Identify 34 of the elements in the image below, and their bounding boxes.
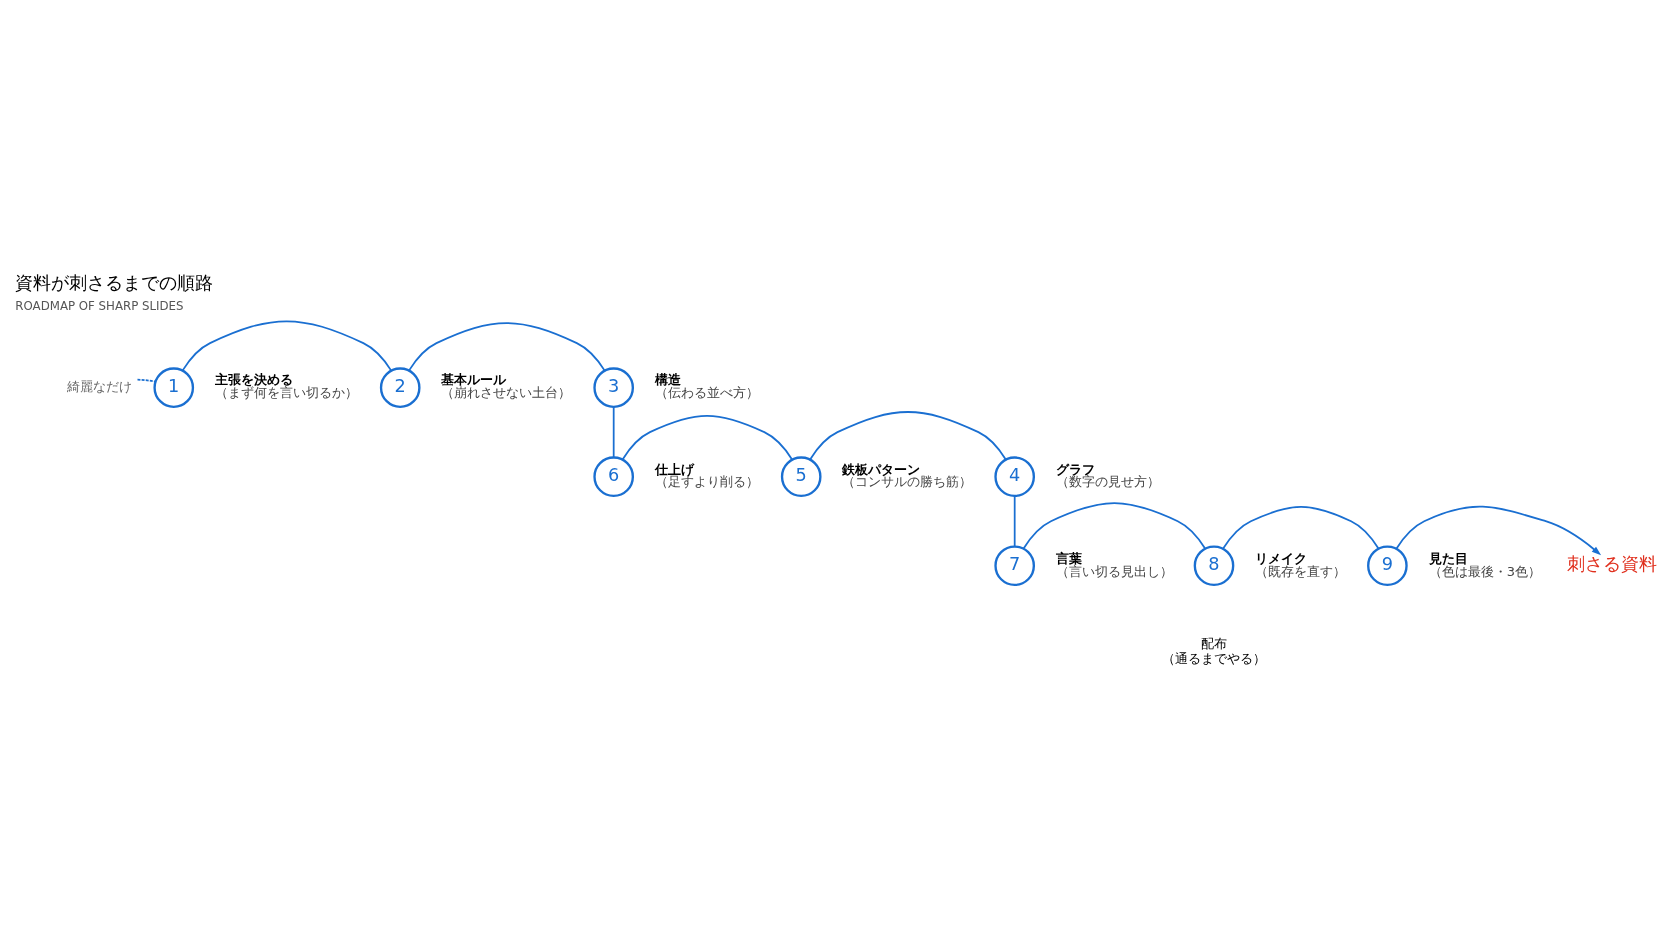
- node-circle: 1: [153, 367, 195, 408]
- connector: [612, 406, 615, 459]
- label: ROADMAP OF SHARP SLIDES: [15, 299, 184, 314]
- node-label: （まず何を言い切るか）: [215, 385, 359, 401]
- connector: [1013, 495, 1016, 548]
- connector: [408, 322, 606, 372]
- node-label: グラフ: [1055, 461, 1095, 477]
- connector: [809, 411, 1007, 461]
- node-text: 綺麗なだけ: [66, 378, 132, 394]
- connector: [1022, 502, 1206, 550]
- node-circle: 9: [1367, 545, 1408, 587]
- connector: [181, 320, 393, 372]
- node-circle: 3: [593, 367, 635, 408]
- node-label: 鉄板パターン: [842, 461, 921, 477]
- node-circle: 7: [994, 545, 1036, 587]
- node-label: （崩れさせない土台）: [441, 385, 572, 401]
- connector: [621, 415, 794, 461]
- node-label: 言葉: [1055, 550, 1082, 566]
- diagram-title: 資料が刺さるまでの順路: [14, 272, 213, 293]
- label: （通るまでやる）: [1161, 650, 1266, 666]
- label: 配布: [1201, 636, 1228, 652]
- node-circle: 6: [593, 456, 635, 498]
- node-label: リメイク: [1255, 550, 1308, 566]
- node-label: （伝わる並べ方）: [654, 385, 759, 401]
- node-circle: 8: [1193, 545, 1235, 587]
- node-label: 構造: [654, 372, 681, 388]
- node-text: 刺さる資料: [1567, 554, 1658, 575]
- node-circle: 4: [994, 456, 1036, 498]
- arrow: [1395, 505, 1602, 556]
- connector: [1222, 506, 1380, 550]
- node-circle: 2: [379, 367, 421, 408]
- node-circle: 5: [780, 456, 822, 498]
- node-label: 見た目: [1428, 550, 1468, 566]
- connector: [136, 378, 157, 383]
